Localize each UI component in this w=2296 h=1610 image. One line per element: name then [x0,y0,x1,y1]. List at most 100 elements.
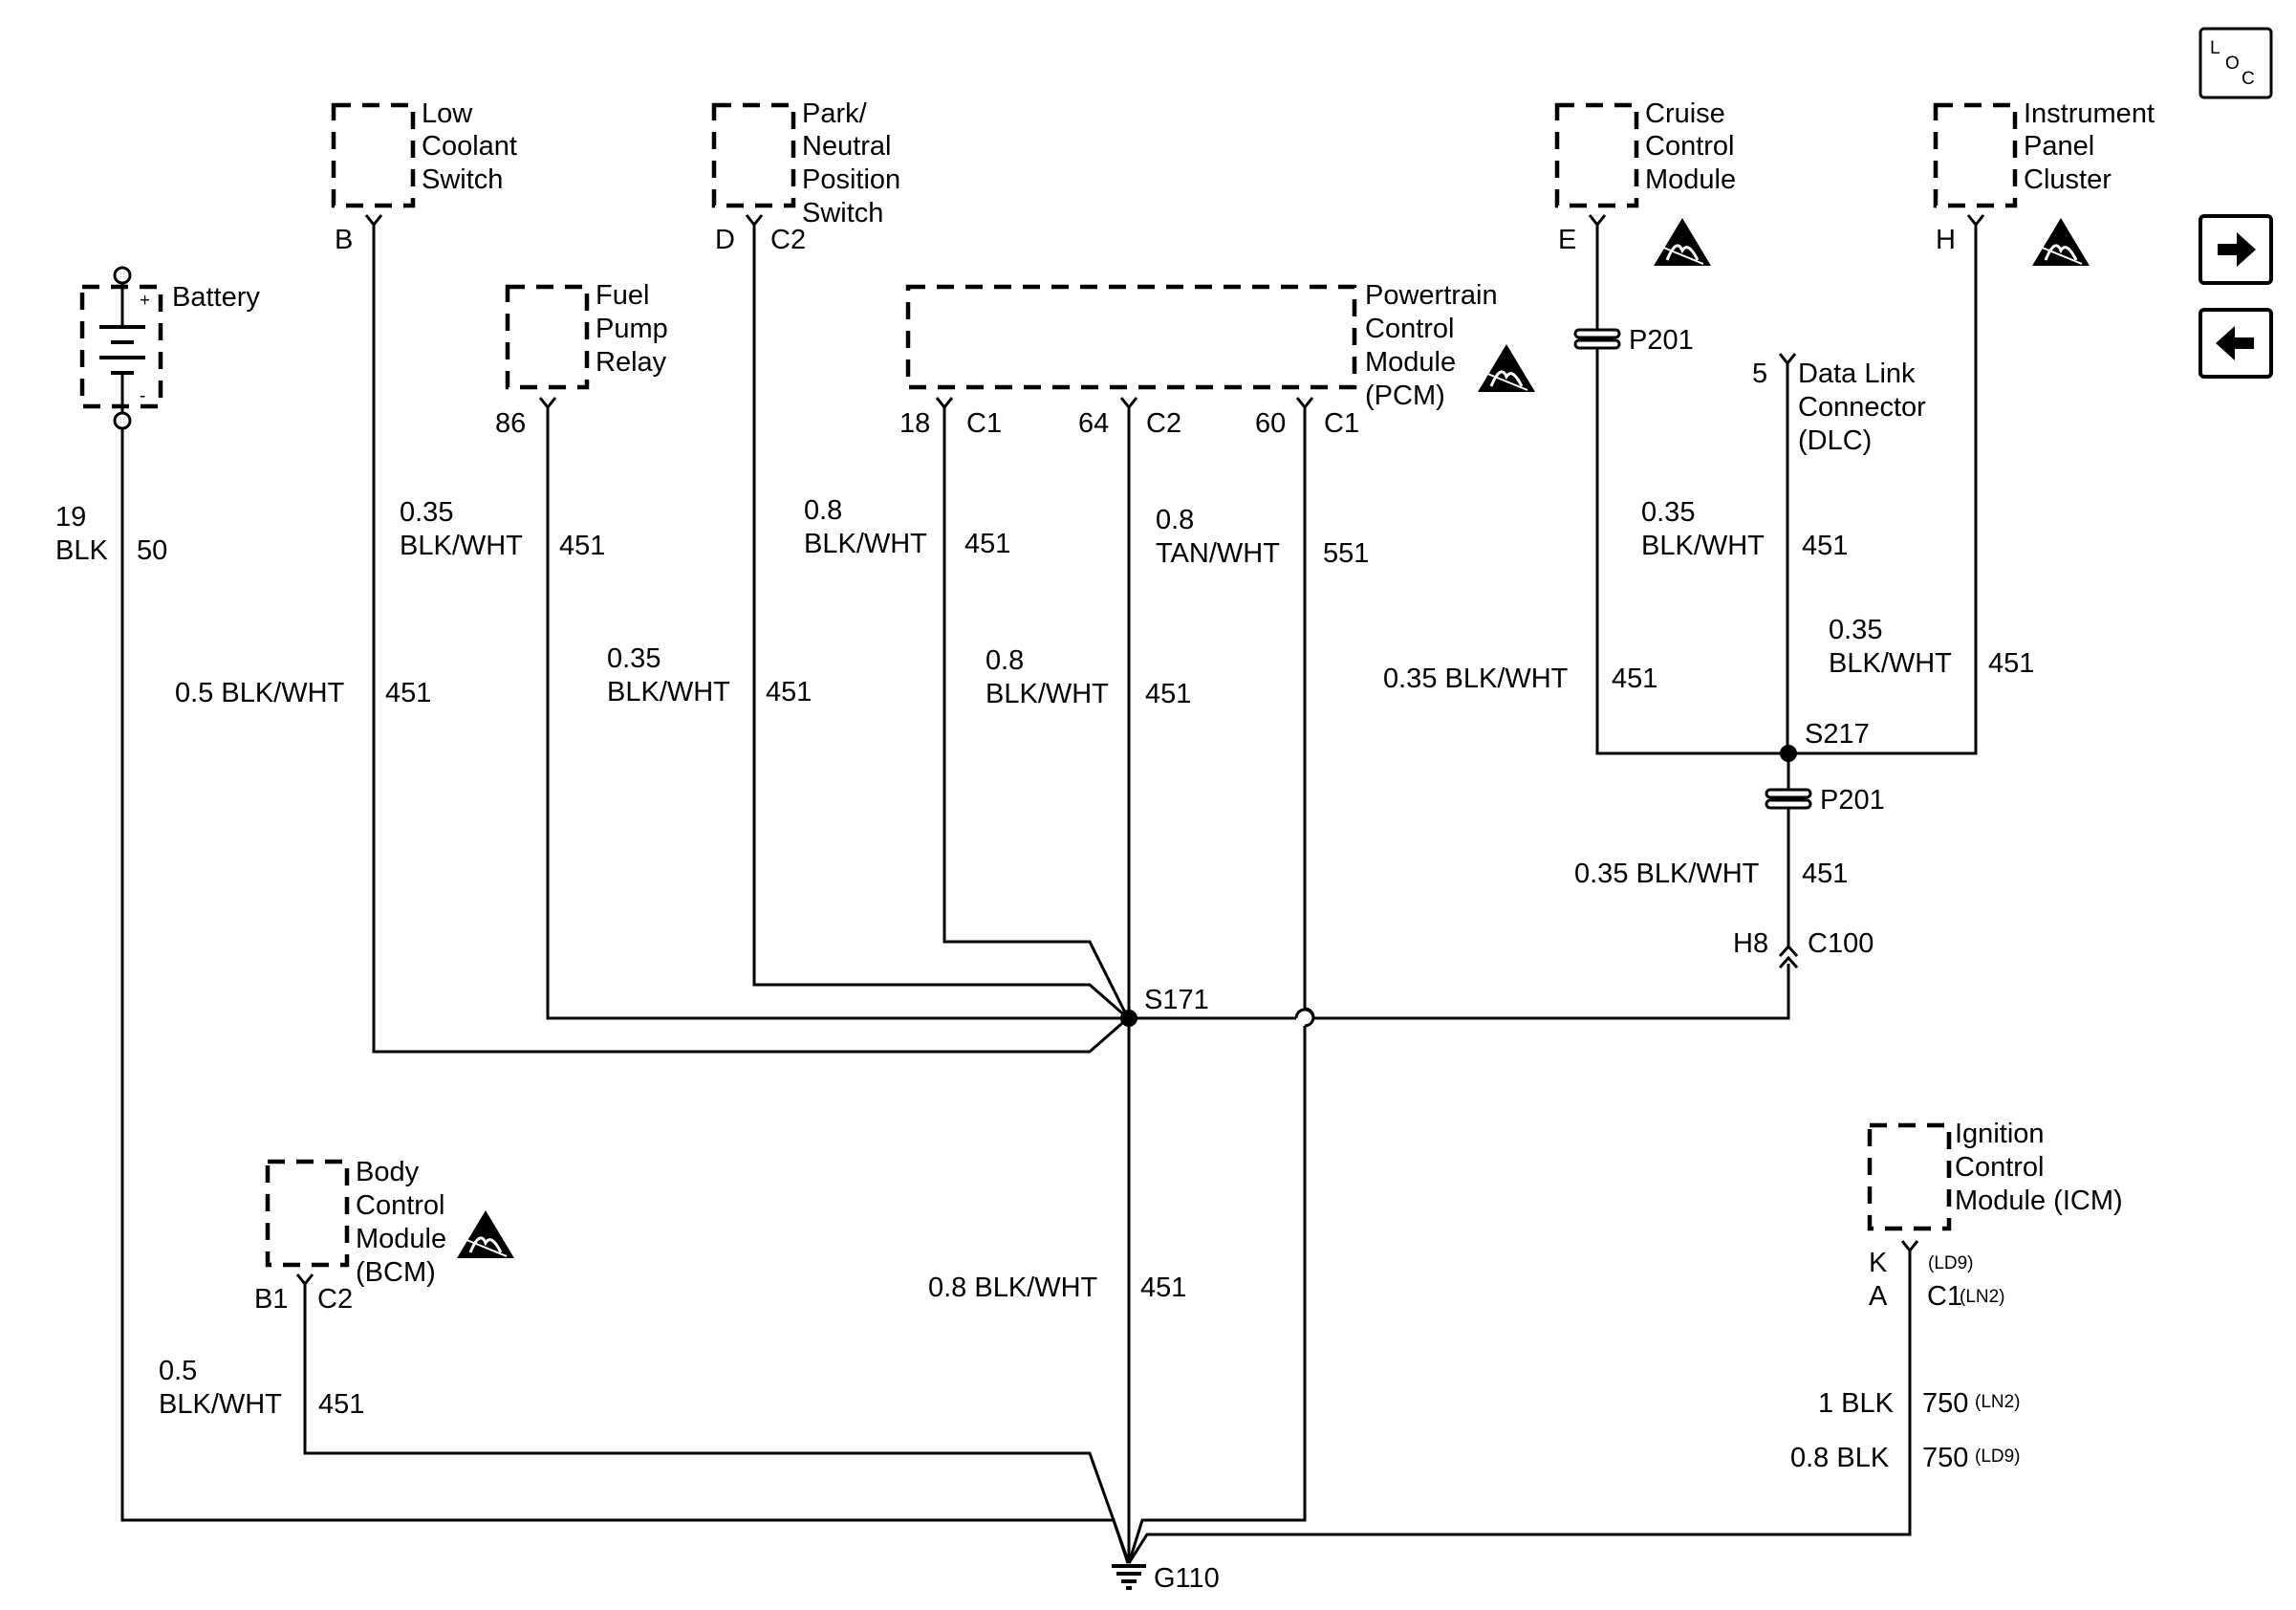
svg-text:Pump: Pump [596,314,668,344]
svg-text:Switch: Switch [422,164,503,195]
svg-text:Connector: Connector [1798,392,1926,423]
svg-text:BLK: BLK [55,535,108,566]
svg-text:+: + [140,291,150,311]
svg-text:C1: C1 [1927,1281,1962,1312]
svg-text:O: O [2225,54,2240,74]
wires [120,225,1978,1564]
svg-text:0.8: 0.8 [804,495,842,526]
svg-text:Body: Body [356,1157,420,1187]
svg-text:Battery: Battery [172,282,260,313]
svg-text:Fuel: Fuel [596,280,649,311]
svg-text:451: 451 [1145,679,1191,709]
svg-text:Module (ICM): Module (ICM) [1955,1186,2123,1216]
svg-text:451: 451 [766,677,812,707]
svg-text:Control: Control [1365,314,1455,344]
svg-text:Switch: Switch [802,198,883,228]
svg-text:18: 18 [899,408,930,439]
low-coolant-switch: Low Coolant Switch B [331,98,517,255]
svg-text:(LD9): (LD9) [1928,1253,1974,1273]
svg-text:BLK/WHT: BLK/WHT [400,531,523,561]
svg-text:(PCM): (PCM) [1365,381,1445,411]
connector-c100: H8 C100 [1733,928,1874,969]
svg-text:BLK/WHT: BLK/WHT [1641,531,1765,561]
svg-text:Cluster: Cluster [2024,164,2112,195]
svg-text:0.35: 0.35 [1641,497,1695,528]
svg-text:Control: Control [1955,1152,2045,1183]
arrow-right-icon [2218,232,2256,267]
svg-text:Powertrain: Powertrain [1365,280,1498,311]
svg-text:451: 451 [1802,859,1848,889]
connector-p201-upper: P201 [1573,325,1694,356]
svg-text:TAN/WHT: TAN/WHT [1156,538,1280,569]
svg-text:BLK/WHT: BLK/WHT [986,679,1109,709]
svg-text:Low: Low [422,98,473,129]
svg-text:E: E [1558,225,1576,255]
svg-text:Coolant: Coolant [422,131,517,162]
svg-text:Module: Module [356,1224,446,1254]
svg-text:0.35 BLK/WHT: 0.35 BLK/WHT [1383,664,1569,694]
svg-text:1 BLK: 1 BLK [1818,1388,1895,1419]
cruise-control-module: Cruise Control Module E [1554,98,1736,255]
body-control-module: Body Control Module (BCM) B1 C2 [254,1157,446,1315]
park-neutral-position-switch: Park/ Neutral Position Switch D C2 [711,98,900,255]
svg-text:50: 50 [137,535,167,566]
svg-text:-: - [140,386,145,406]
svg-text:0.35 BLK/WHT: 0.35 BLK/WHT [1574,859,1760,889]
svg-text:Control: Control [1645,131,1735,162]
svg-text:H8: H8 [1733,928,1768,959]
arrow-left-icon [2216,326,2254,360]
svg-text:0.8: 0.8 [1156,505,1194,535]
svg-text:0.8 BLK/WHT: 0.8 BLK/WHT [928,1273,1098,1303]
svg-text:19: 19 [55,502,86,533]
svg-text:Cruise: Cruise [1645,98,1725,129]
svg-text:Neutral: Neutral [802,131,892,162]
svg-text:C1: C1 [966,408,1002,439]
svg-text:750: 750 [1922,1388,1968,1419]
connector-p201-lower: P201 [1765,785,1885,816]
esd-warning-icon [1654,218,1711,266]
svg-text:64: 64 [1078,408,1109,439]
esd-warning-icon [2032,218,2090,266]
wire-labels: 19 BLK 50 0.5 BLK/WHT 451 0.35 BLK/WHT 4… [55,495,2034,1473]
svg-text:S171: S171 [1144,985,1209,1015]
svg-text:Relay: Relay [596,347,667,378]
battery: + - Battery [79,266,260,430]
svg-text:BLK/WHT: BLK/WHT [804,529,927,559]
data-link-connector: 5 Data Link Connector (DLC) [1752,359,1926,456]
svg-text:Instrument: Instrument [2024,98,2155,129]
svg-text:451: 451 [1802,531,1848,561]
instrument-panel-cluster: Instrument Panel Cluster H [1933,98,2155,255]
svg-text:B: B [335,225,353,255]
svg-text:BLK/WHT: BLK/WHT [607,677,730,707]
svg-text:Module: Module [1645,164,1736,195]
svg-text:L: L [2210,38,2220,58]
locator-button[interactable]: L O C [2199,27,2273,99]
svg-text:0.8 BLK: 0.8 BLK [1790,1443,1890,1473]
svg-text:S217: S217 [1805,719,1870,750]
svg-text:451: 451 [1140,1273,1186,1303]
svg-text:451: 451 [1612,664,1657,694]
svg-text:C2: C2 [770,225,806,255]
svg-text:Control: Control [356,1190,445,1221]
svg-text:Ignition: Ignition [1955,1119,2045,1149]
svg-text:451: 451 [1988,648,2034,679]
svg-text:0.5 BLK/WHT: 0.5 BLK/WHT [175,678,345,708]
next-page-button[interactable] [2199,214,2273,285]
svg-text:451: 451 [559,531,605,561]
svg-text:(LN2): (LN2) [1975,1392,2021,1412]
svg-text:Module: Module [1365,347,1456,378]
svg-text:Park/: Park/ [802,98,868,129]
svg-text:C100: C100 [1808,928,1874,959]
svg-text:(LD9): (LD9) [1975,1447,2021,1467]
fuel-pump-relay: Fuel Pump Relay 86 [495,280,668,439]
svg-text:G110: G110 [1154,1563,1220,1594]
splice-s171: S171 [1120,985,1209,1027]
svg-text:0.35: 0.35 [607,643,661,674]
svg-text:60: 60 [1255,408,1286,439]
svg-text:C: C [2242,69,2255,89]
svg-text:B1: B1 [254,1284,288,1315]
svg-text:BLK/WHT: BLK/WHT [159,1389,282,1420]
svg-text:C2: C2 [317,1284,353,1315]
previous-page-button[interactable] [2199,308,2273,379]
